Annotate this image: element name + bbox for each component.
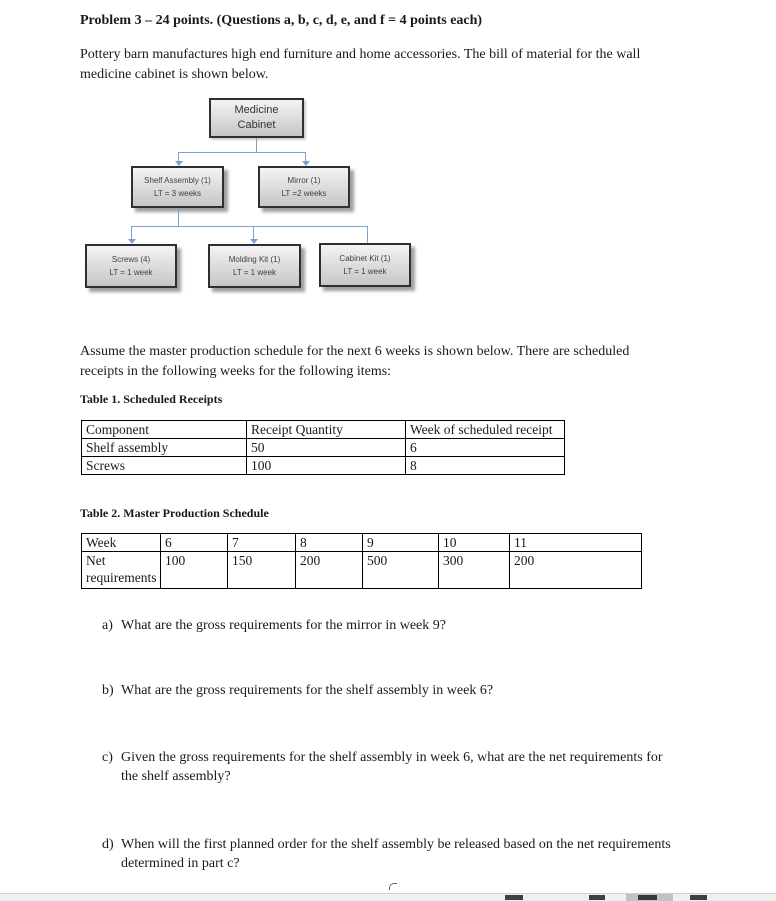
table-row: Screws 100 8 xyxy=(81,456,565,475)
bom-box-label: Cabinet xyxy=(237,119,276,131)
table-cell: 200 xyxy=(295,551,363,589)
question-c: c) Given the gross requirements for the … xyxy=(102,748,663,786)
question-a: a) What are the gross requirements for t… xyxy=(102,616,446,635)
table-header-cell: Week of scheduled receipt xyxy=(405,420,565,439)
bom-box-molding-kit: Molding Kit (1) LT = 1 week xyxy=(208,244,301,288)
table-cell: 150 xyxy=(227,551,296,589)
bom-box-label: LT = 1 week xyxy=(109,268,153,277)
question-b: b) What are the gross requirements for t… xyxy=(102,681,493,700)
arrowhead-icon xyxy=(128,239,136,244)
bom-box-label: LT = 1 week xyxy=(343,267,387,276)
bom-connector xyxy=(178,208,179,226)
table-header-cell: Week xyxy=(81,533,161,552)
bom-connector xyxy=(256,138,257,152)
table-cell: 8 xyxy=(295,533,363,552)
table-cell: 100 xyxy=(246,456,406,475)
bom-box-label: LT = 3 weeks xyxy=(153,189,202,198)
table-cell: 6 xyxy=(405,438,565,457)
bom-box-medicine-cabinet: Medicine Cabinet xyxy=(209,98,304,138)
cropped-text-fragment xyxy=(505,895,523,900)
table-cell: 50 xyxy=(246,438,406,457)
table-row: Week 6 7 8 9 10 11 xyxy=(81,533,642,552)
bom-box-cabinet-kit: Cabinet Kit (1) LT = 1 week xyxy=(319,243,411,287)
question-text: What are the gross requirements for the … xyxy=(121,618,446,633)
question-label: a) xyxy=(102,618,113,633)
bom-box-label: Molding Kit (1) xyxy=(228,255,281,264)
table-cell: Shelf assembly xyxy=(81,438,247,457)
table-cell: 11 xyxy=(509,533,642,552)
table-cell: 200 xyxy=(509,551,642,589)
table-row: Component Receipt Quantity Week of sched… xyxy=(81,420,565,439)
table-cell: 9 xyxy=(362,533,439,552)
question-label: c) xyxy=(102,750,113,765)
problem-title: Problem 3 – 24 points. (Questions a, b, … xyxy=(80,13,483,28)
table-cell: 500 xyxy=(362,551,439,589)
table-cell: 7 xyxy=(227,533,296,552)
mps-paragraph: Assume the master production schedule fo… xyxy=(80,344,630,379)
cropped-text-fragment xyxy=(638,895,657,900)
question-text: What are the gross requirements for the … xyxy=(121,683,494,698)
question-d: d) When will the first planned order for… xyxy=(102,835,671,873)
table-cell: 6 xyxy=(160,533,228,552)
table-cell: 100 xyxy=(160,551,228,589)
question-text: Given the gross requirements for the she… xyxy=(121,750,663,784)
bom-box-mirror: Mirror (1) LT =2 weeks xyxy=(258,166,350,208)
bom-connector xyxy=(367,227,368,243)
bom-box-screws: Screws (4) LT = 1 week xyxy=(85,244,177,288)
table-cell: 10 xyxy=(438,533,510,552)
cropped-text-fragment xyxy=(690,895,707,900)
bom-box-label: LT =2 weeks xyxy=(281,189,327,198)
bom-box-label: Mirror (1) xyxy=(287,176,321,185)
bom-box-label: LT = 1 week xyxy=(232,268,277,277)
table2-caption: Table 2. Master Production Schedule xyxy=(80,506,269,520)
bom-connector xyxy=(178,152,306,153)
table-header-cell: Receipt Quantity xyxy=(246,420,406,439)
intro-paragraph: Pottery barn manufactures high end furni… xyxy=(80,47,641,82)
bom-connector xyxy=(131,227,132,239)
table-header-cell: Component xyxy=(81,420,247,439)
page-gap-strip xyxy=(0,894,776,901)
arrowhead-icon xyxy=(302,161,310,166)
table-cell: 300 xyxy=(438,551,510,589)
bom-box-shelf-assembly: Shelf Assembly (1) LT = 3 weeks xyxy=(131,166,224,208)
table-row: Shelf assembly 50 6 xyxy=(81,438,565,457)
cropped-text-fragment xyxy=(589,895,605,900)
table-header-cell: Net requirements xyxy=(81,551,161,589)
table-cell: Screws xyxy=(81,456,247,475)
bom-connector xyxy=(305,153,306,162)
question-label: b) xyxy=(102,683,114,698)
bom-box-label: Screws (4) xyxy=(111,255,151,264)
bom-box-label: Cabinet Kit (1) xyxy=(339,254,391,263)
arrowhead-icon xyxy=(175,161,183,166)
question-label: d) xyxy=(102,837,114,852)
table1-caption: Table 1. Scheduled Receipts xyxy=(80,392,223,406)
table-cell: 8 xyxy=(405,456,565,475)
bom-connector xyxy=(178,153,179,162)
bom-connector xyxy=(253,227,254,239)
question-text: When will the first planned order for th… xyxy=(121,837,671,871)
bom-box-label: Shelf Assembly (1) xyxy=(144,176,211,185)
bom-box-label: Medicine xyxy=(234,104,279,116)
page-edge-divider xyxy=(0,893,776,894)
arrowhead-icon xyxy=(250,239,258,244)
cropped-glyph-fragment xyxy=(389,883,397,890)
bom-connector xyxy=(131,226,368,227)
table-row: Net requirements 100 150 200 500 300 200 xyxy=(81,551,642,589)
master-production-schedule-table: Week 6 7 8 9 10 11 Net requirements 100 … xyxy=(81,533,642,589)
scheduled-receipts-table: Component Receipt Quantity Week of sched… xyxy=(81,420,565,475)
